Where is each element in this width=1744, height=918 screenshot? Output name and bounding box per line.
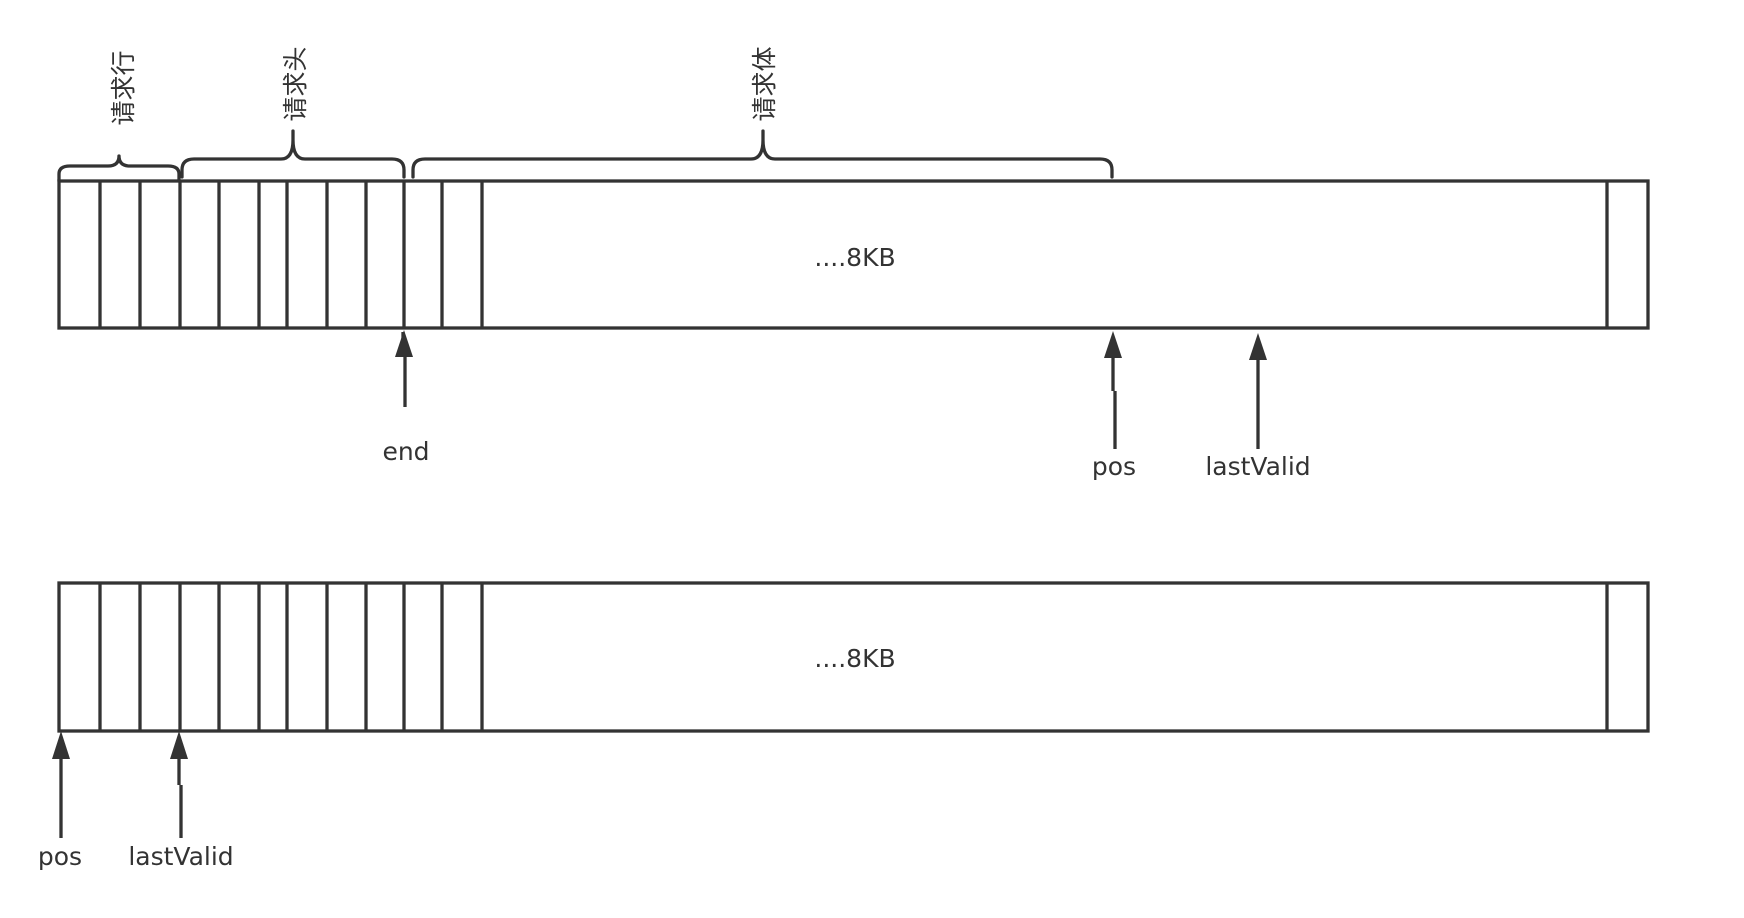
region-label-request-line: 请求行 <box>109 50 138 125</box>
arrow-up-icon <box>170 731 188 759</box>
pointer-label-end: end <box>382 437 429 466</box>
pointer-end: end <box>382 330 430 466</box>
arrow-up-icon <box>1249 333 1267 360</box>
pointer-label-last-valid: lastValid <box>128 842 233 871</box>
pointer-label-last-valid: lastValid <box>1205 452 1310 481</box>
brace <box>180 129 406 179</box>
arrow-up-icon <box>395 330 413 357</box>
pointer-pos: pos <box>38 731 82 871</box>
pointer-pos: pos <box>1092 331 1136 481</box>
bottom-buffer-outline <box>57 581 1650 733</box>
region-label-request-body: 请求体 <box>750 46 779 121</box>
top-buffer-size-label: ....8KB <box>814 243 895 272</box>
brace <box>411 129 1114 179</box>
arrow-up-icon <box>1104 331 1122 358</box>
arrow-up-icon <box>52 731 70 759</box>
region-label-request-header: 请求头 <box>281 46 310 121</box>
region-brace-request-body: 请求体 <box>411 46 1114 179</box>
pointer-last-valid: lastValid <box>128 731 234 871</box>
region-brace-request-line: 请求行 <box>57 50 181 183</box>
top-buffer-cell-dividers <box>98 181 1609 328</box>
pointer-last-valid: lastValid <box>1205 333 1311 481</box>
top-buffer: ....8KB 请求行 请求头 请求体 end pos <box>57 46 1650 481</box>
pointer-label-pos: pos <box>1092 452 1136 481</box>
bottom-buffer-size-label: ....8KB <box>814 644 895 673</box>
brace <box>57 154 181 183</box>
bottom-buffer-cell-dividers <box>98 583 1609 731</box>
bottom-buffer: ....8KB pos lastValid <box>38 581 1650 871</box>
pointer-label-pos: pos <box>38 842 82 871</box>
region-brace-request-header: 请求头 <box>180 46 406 179</box>
top-buffer-outline <box>57 179 1650 330</box>
